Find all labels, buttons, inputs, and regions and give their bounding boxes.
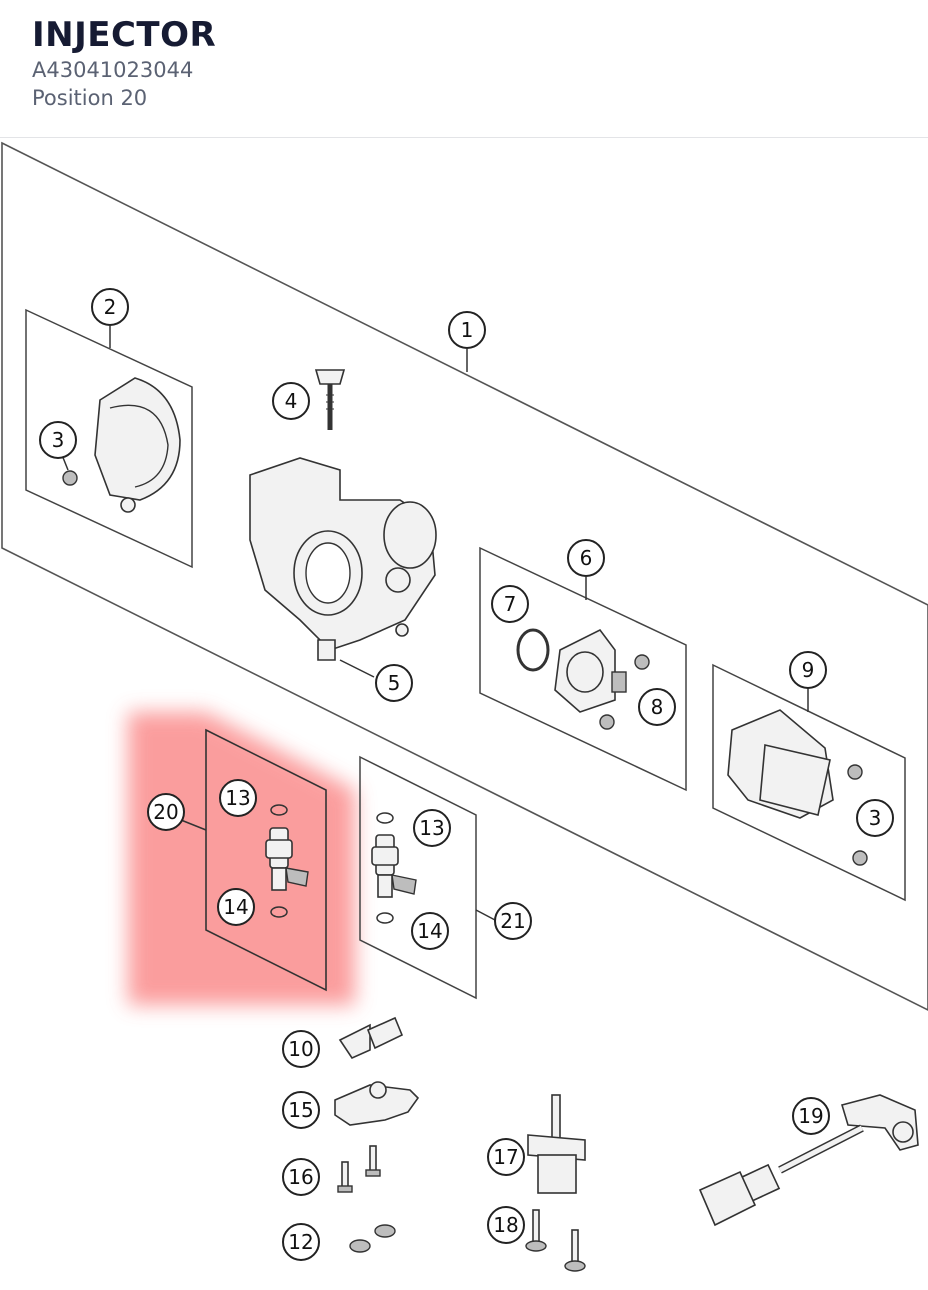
panel-2	[25, 308, 193, 569]
callout-14-panel21[interactable]: 14	[411, 912, 449, 950]
callout-8[interactable]: 8	[638, 688, 676, 726]
callout-3b[interactable]: 3	[856, 799, 894, 837]
assembly-panel-1	[1, 141, 928, 1011]
connector-part-15	[334, 1081, 420, 1126]
panel-21	[359, 755, 477, 1000]
sensor-cable-part-19	[698, 1094, 919, 1227]
leader-lines	[61, 326, 809, 921]
throttle-cover-part	[94, 377, 181, 513]
svg-text:13: 13	[225, 786, 250, 810]
highlight-region	[128, 712, 355, 1005]
part-position: Position 20	[32, 86, 148, 110]
svg-text:3: 3	[52, 428, 65, 452]
screw-part-3a	[62, 470, 78, 486]
svg-text:3: 3	[869, 806, 882, 830]
panel-9	[712, 663, 906, 902]
callout-1[interactable]: 1	[448, 311, 486, 349]
bolt-part-16	[337, 1145, 381, 1193]
header-divider	[0, 137, 928, 138]
callout-14-panel20[interactable]: 14	[217, 888, 255, 926]
nut-part-12	[349, 1224, 396, 1253]
callout-9[interactable]: 9	[789, 651, 827, 689]
svg-text:15: 15	[288, 1098, 313, 1122]
callout-6[interactable]: 6	[567, 539, 605, 577]
callout-21[interactable]: 21	[494, 902, 532, 940]
callout-15[interactable]: 15	[282, 1091, 320, 1129]
callout-7[interactable]: 7	[491, 585, 529, 623]
callout-2[interactable]: 2	[91, 288, 129, 326]
svg-text:16: 16	[288, 1165, 313, 1189]
clip-part-10	[338, 1016, 404, 1060]
svg-text:1: 1	[461, 318, 474, 342]
actuator-part-9	[727, 709, 868, 866]
throttle-body-part-5	[249, 457, 437, 661]
svg-text:13: 13	[419, 816, 444, 840]
svg-text:21: 21	[500, 909, 525, 933]
callout-5[interactable]: 5	[375, 664, 413, 702]
svg-text:2: 2	[104, 295, 117, 319]
callout-13-panel20[interactable]: 13	[219, 779, 257, 817]
callout-12[interactable]: 12	[282, 1223, 320, 1261]
svg-text:4: 4	[285, 389, 298, 413]
callout-3[interactable]: 3	[39, 421, 77, 459]
callout-19[interactable]: 19	[792, 1097, 830, 1135]
svg-text:12: 12	[288, 1230, 313, 1254]
callout-10[interactable]: 10	[282, 1030, 320, 1068]
svg-text:18: 18	[493, 1213, 518, 1237]
sensor-part-17	[527, 1094, 586, 1194]
svg-text:10: 10	[288, 1037, 313, 1061]
o-ring-part-7	[516, 628, 550, 672]
callout-18[interactable]: 18	[487, 1206, 525, 1244]
panel-6	[479, 546, 687, 792]
svg-text:7: 7	[504, 592, 517, 616]
part-title: INJECTOR	[32, 15, 217, 55]
svg-text:17: 17	[493, 1145, 518, 1169]
svg-text:14: 14	[417, 919, 442, 943]
sensor-part-8	[554, 628, 650, 730]
svg-text:9: 9	[802, 658, 815, 682]
callout-16[interactable]: 16	[282, 1158, 320, 1196]
callout-20[interactable]: 20	[147, 793, 185, 831]
callout-4[interactable]: 4	[272, 382, 310, 420]
svg-text:5: 5	[388, 671, 401, 695]
callout-13-panel21[interactable]: 13	[413, 809, 451, 847]
valve-part-4	[314, 369, 346, 430]
svg-text:20: 20	[153, 800, 178, 824]
svg-text:6: 6	[580, 546, 593, 570]
part-header: INJECTOR A43041023044 Position 20	[32, 14, 216, 112]
screw-part-18	[525, 1209, 586, 1272]
svg-text:8: 8	[651, 695, 664, 719]
panel-20[interactable]	[205, 728, 327, 992]
svg-text:19: 19	[798, 1104, 823, 1128]
part-number: A43041023044	[32, 58, 194, 82]
callout-17[interactable]: 17	[487, 1138, 525, 1176]
injector-part-21	[371, 812, 417, 924]
svg-text:14: 14	[223, 895, 248, 919]
injector-part-20[interactable]	[265, 804, 309, 918]
